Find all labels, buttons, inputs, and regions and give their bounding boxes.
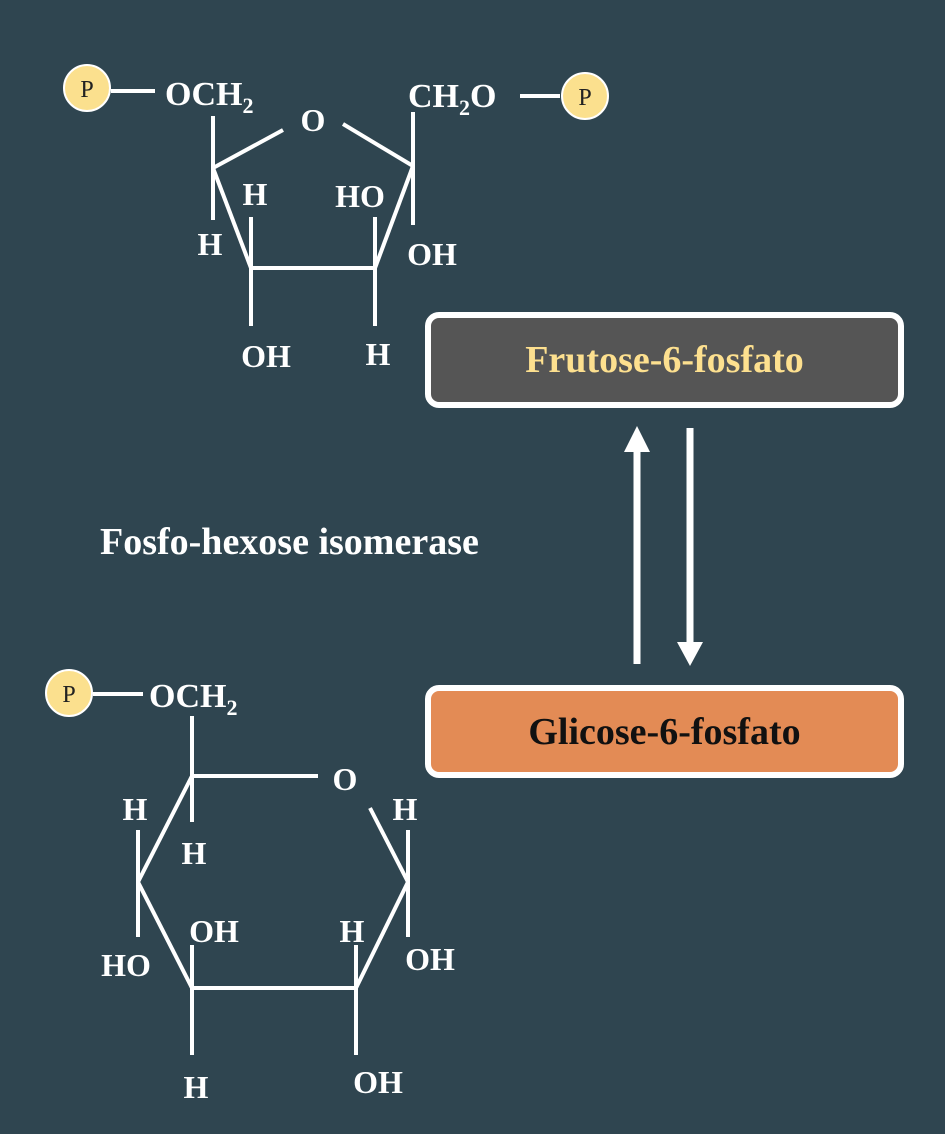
glucose-c4-h-left: H: [123, 791, 148, 827]
svg-text:P: P: [62, 682, 75, 708]
glucose-c1-oh: OH: [405, 941, 455, 977]
enzyme-label: Fosfo-hexose isomerase: [100, 521, 479, 563]
svg-text:P: P: [578, 85, 591, 111]
fructose-c3-h-bottom: H: [366, 336, 391, 372]
arrow-up-head: [624, 426, 650, 452]
fructose-phosphate-right: P: [561, 72, 609, 120]
fructose-ring-bonds: [211, 112, 415, 326]
glucose-structure: P OCH2 O H H H HO OH: [45, 669, 455, 1105]
fructose-phosphate-left: P: [63, 64, 111, 112]
fructose-c4-oh: OH: [241, 338, 291, 374]
arrow-down-head: [677, 642, 703, 666]
glucose-c5-h: H: [182, 835, 207, 871]
fructose-ch2o-label: CH2O: [408, 78, 496, 120]
fructose-c3-ho: HO: [335, 178, 385, 214]
glucose-c3-h: H: [184, 1069, 209, 1105]
equilibrium-arrows: [624, 426, 703, 666]
fructose-c3-h-top: H: [243, 176, 268, 212]
glucose-c2-oh: OH: [353, 1064, 403, 1100]
glucose-ring-oxygen: O: [333, 761, 358, 797]
glucose-och2-label: OCH2: [149, 678, 237, 720]
glucose-c1-h: H: [393, 791, 418, 827]
glucose-ring-bonds: [136, 716, 410, 1055]
glucose-6-phosphate-box: Glicose-6-fosfato: [425, 685, 904, 778]
fructose-structure: P OCH2 O CH2O P: [63, 64, 609, 374]
fructose-ring-oxygen: O: [301, 102, 326, 138]
glucose-c2-h: H: [340, 913, 365, 949]
fructose-c2-oh: OH: [407, 236, 457, 272]
glucose-phosphate: P: [45, 669, 93, 717]
svg-text:P: P: [80, 77, 93, 103]
glucose-c3-oh: OH: [189, 913, 239, 949]
fructose-c4-h: H: [198, 226, 223, 262]
fructose-6-phosphate-box: Frutose-6-fosfato: [425, 312, 904, 408]
fructose-och2-label: OCH2: [165, 76, 253, 118]
glucose-c4-ho: HO: [101, 947, 151, 983]
